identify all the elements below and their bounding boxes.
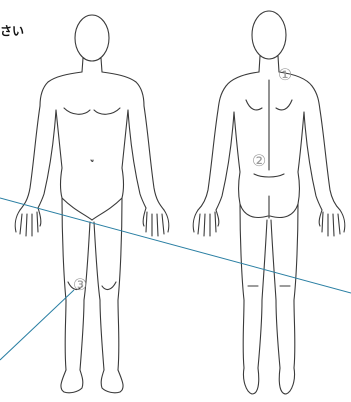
front-body-figure	[15, 15, 169, 393]
leader-line-short	[0, 290, 74, 360]
marker-3: ③	[73, 275, 87, 294]
marker-2: ②	[252, 151, 266, 170]
marker-2-label: ②	[252, 151, 266, 170]
marker-3-label: ③	[73, 275, 87, 294]
back-body-figure	[193, 11, 345, 394]
marker-1: ①	[278, 65, 292, 84]
marker-1-label: ①	[278, 65, 292, 84]
